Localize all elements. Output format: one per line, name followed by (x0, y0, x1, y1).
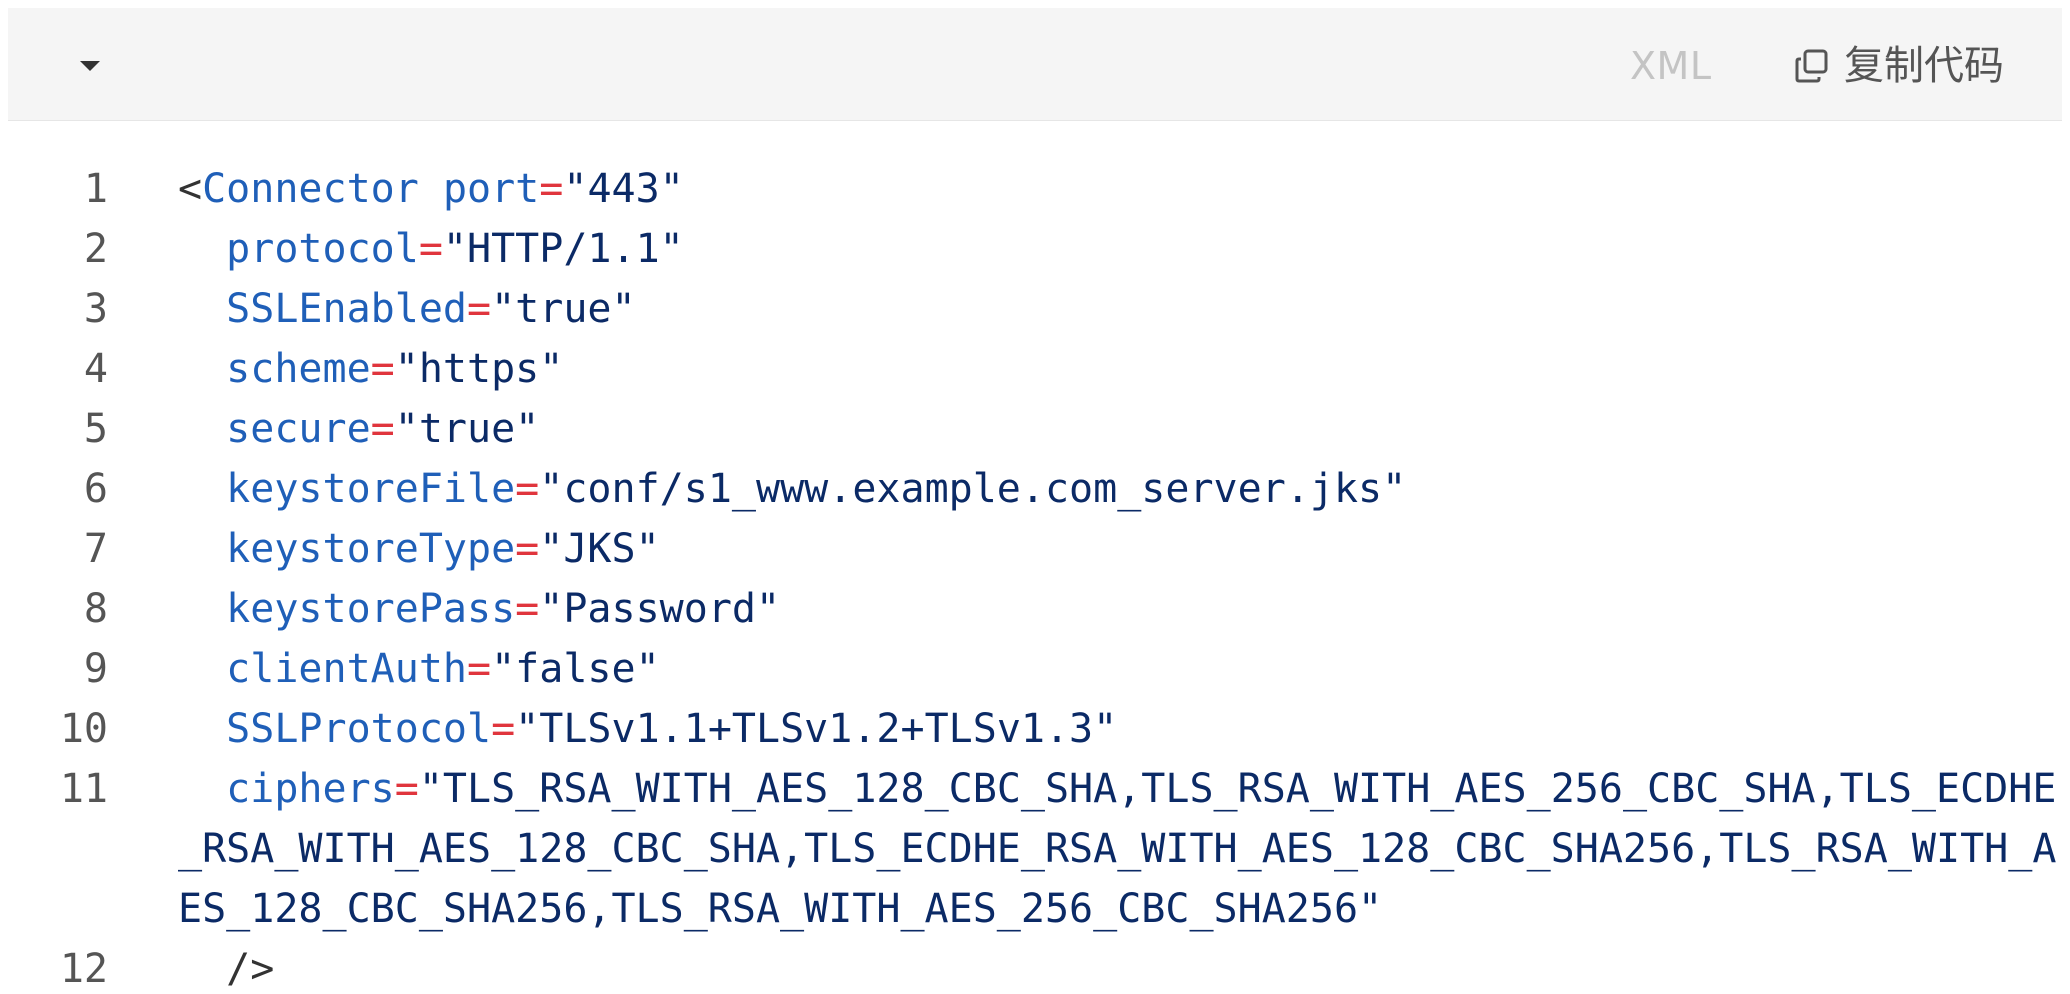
code-toolbar: XML 复制代码 (8, 8, 2062, 121)
line-number: 3 (83, 286, 108, 332)
code-token-punct: < (178, 166, 203, 212)
code-token-attr: protocol (226, 226, 419, 272)
code-line: 8 keystorePass="Password" (8, 579, 2058, 639)
code-token-eq: = (491, 706, 516, 752)
code-token-str: "TLS_RSA_WITH_AES_128_CBC_SHA,TLS_RSA_WI… (178, 766, 2057, 932)
code-token-tag: Connector (202, 166, 419, 212)
line-number: 12 (59, 946, 108, 992)
code-token-attr: SSLProtocol (226, 706, 492, 752)
code-token-str: "conf/s1_www.example.com_server.jks" (539, 466, 1407, 512)
code-token-attr: clientAuth (226, 646, 467, 692)
code-line: 2 protocol="HTTP/1.1" (8, 219, 2058, 279)
code-token-str: "false" (491, 646, 660, 692)
line-content: <Connector port="443" (178, 159, 2058, 219)
copy-icon (1794, 48, 1830, 84)
line-content: scheme="https" (178, 339, 2058, 399)
code-token-eq: = (515, 466, 540, 512)
code-token-attr: keystoreFile (226, 466, 516, 512)
code-token-eq: = (515, 526, 540, 572)
language-label: XML (1630, 44, 1712, 88)
code-token-punct (178, 586, 226, 632)
code-token-punct (178, 766, 226, 812)
code-token-eq: = (370, 406, 395, 452)
code-token-attr: port (442, 166, 540, 212)
caret-down-icon[interactable] (70, 46, 110, 86)
code-token-str: "https" (394, 346, 564, 392)
code-token-punct (178, 466, 226, 512)
code-line: 1 <Connector port="443" (8, 159, 2058, 219)
code-token-str: "true" (394, 406, 540, 452)
code-token-punct (419, 166, 443, 212)
code-token-attr: keystoreType (226, 526, 516, 572)
copy-code-button[interactable]: 复制代码 (1794, 36, 2004, 96)
code-token-punct (178, 346, 226, 392)
code-token-punct (178, 226, 226, 272)
line-number: 4 (83, 346, 108, 392)
line-content: keystoreFile="conf/s1_www.example.com_se… (178, 459, 2058, 519)
line-number: 1 (83, 166, 108, 212)
line-number: 2 (83, 226, 108, 272)
code-token-str: "HTTP/1.1" (442, 226, 684, 272)
code-token-attr: keystorePass (226, 586, 516, 632)
copy-code-label: 复制代码 (1844, 43, 2004, 89)
code-token-eq: = (515, 586, 540, 632)
code-token-str: "true" (491, 286, 636, 332)
code-token-eq: = (539, 166, 564, 212)
line-number: 5 (83, 406, 108, 452)
code-line: 11 ciphers="TLS_RSA_WITH_AES_128_CBC_SHA… (8, 759, 2058, 939)
code-token-punct (178, 646, 226, 692)
code-token-eq: = (418, 226, 443, 272)
line-number: 6 (83, 466, 108, 512)
line-content: keystorePass="Password" (178, 579, 2058, 639)
code-line: 7 keystoreType="JKS" (8, 519, 2058, 579)
code-token-str: "JKS" (539, 526, 660, 572)
line-number: 10 (59, 706, 108, 752)
code-line: 9 clientAuth="false" (8, 639, 2058, 699)
code-token-punct (178, 286, 226, 332)
line-content: ciphers="TLS_RSA_WITH_AES_128_CBC_SHA,TL… (178, 759, 2058, 939)
code-token-punct (178, 526, 226, 572)
code-line: 10 SSLProtocol="TLSv1.1+TLSv1.2+TLSv1.3" (8, 699, 2058, 759)
line-content: keystoreType="JKS" (178, 519, 2058, 579)
code-line: 4 scheme="https" (8, 339, 2058, 399)
code-token-punct (178, 706, 226, 752)
line-content: SSLEnabled="true" (178, 279, 2058, 339)
line-content: clientAuth="false" (178, 639, 2058, 699)
code-line: 5 secure="true" (8, 399, 2058, 459)
line-content: SSLProtocol="TLSv1.1+TLSv1.2+TLSv1.3" (178, 699, 2058, 759)
line-content: secure="true" (178, 399, 2058, 459)
code-token-attr: ciphers (226, 766, 395, 812)
line-number: 7 (83, 526, 108, 572)
code-token-eq: = (394, 766, 419, 812)
line-number: 9 (83, 646, 108, 692)
code-token-attr: scheme (226, 346, 371, 392)
line-content: /> (178, 939, 2058, 994)
code-token-str: "443" (563, 166, 684, 212)
code-token-str: "Password" (539, 586, 781, 632)
line-number: 8 (83, 586, 108, 632)
code-block: XML 复制代码 1<Connector port="443"2 protoco… (8, 8, 2062, 994)
code-line: 6 keystoreFile="conf/s1_www.example.com_… (8, 459, 2058, 519)
code-line: 12 /> (8, 939, 2058, 994)
line-content: protocol="HTTP/1.1" (178, 219, 2058, 279)
code-token-punct: /> (178, 946, 275, 992)
code-token-str: "TLSv1.1+TLSv1.2+TLSv1.3" (515, 706, 1118, 752)
code-token-attr: SSLEnabled (226, 286, 467, 332)
code-token-eq: = (467, 286, 492, 332)
code-token-eq: = (467, 646, 492, 692)
line-number: 11 (59, 766, 108, 812)
code-token-attr: secure (226, 406, 371, 452)
code-token-punct (178, 406, 226, 452)
code-token-eq: = (370, 346, 395, 392)
code-line: 3 SSLEnabled="true" (8, 279, 2058, 339)
